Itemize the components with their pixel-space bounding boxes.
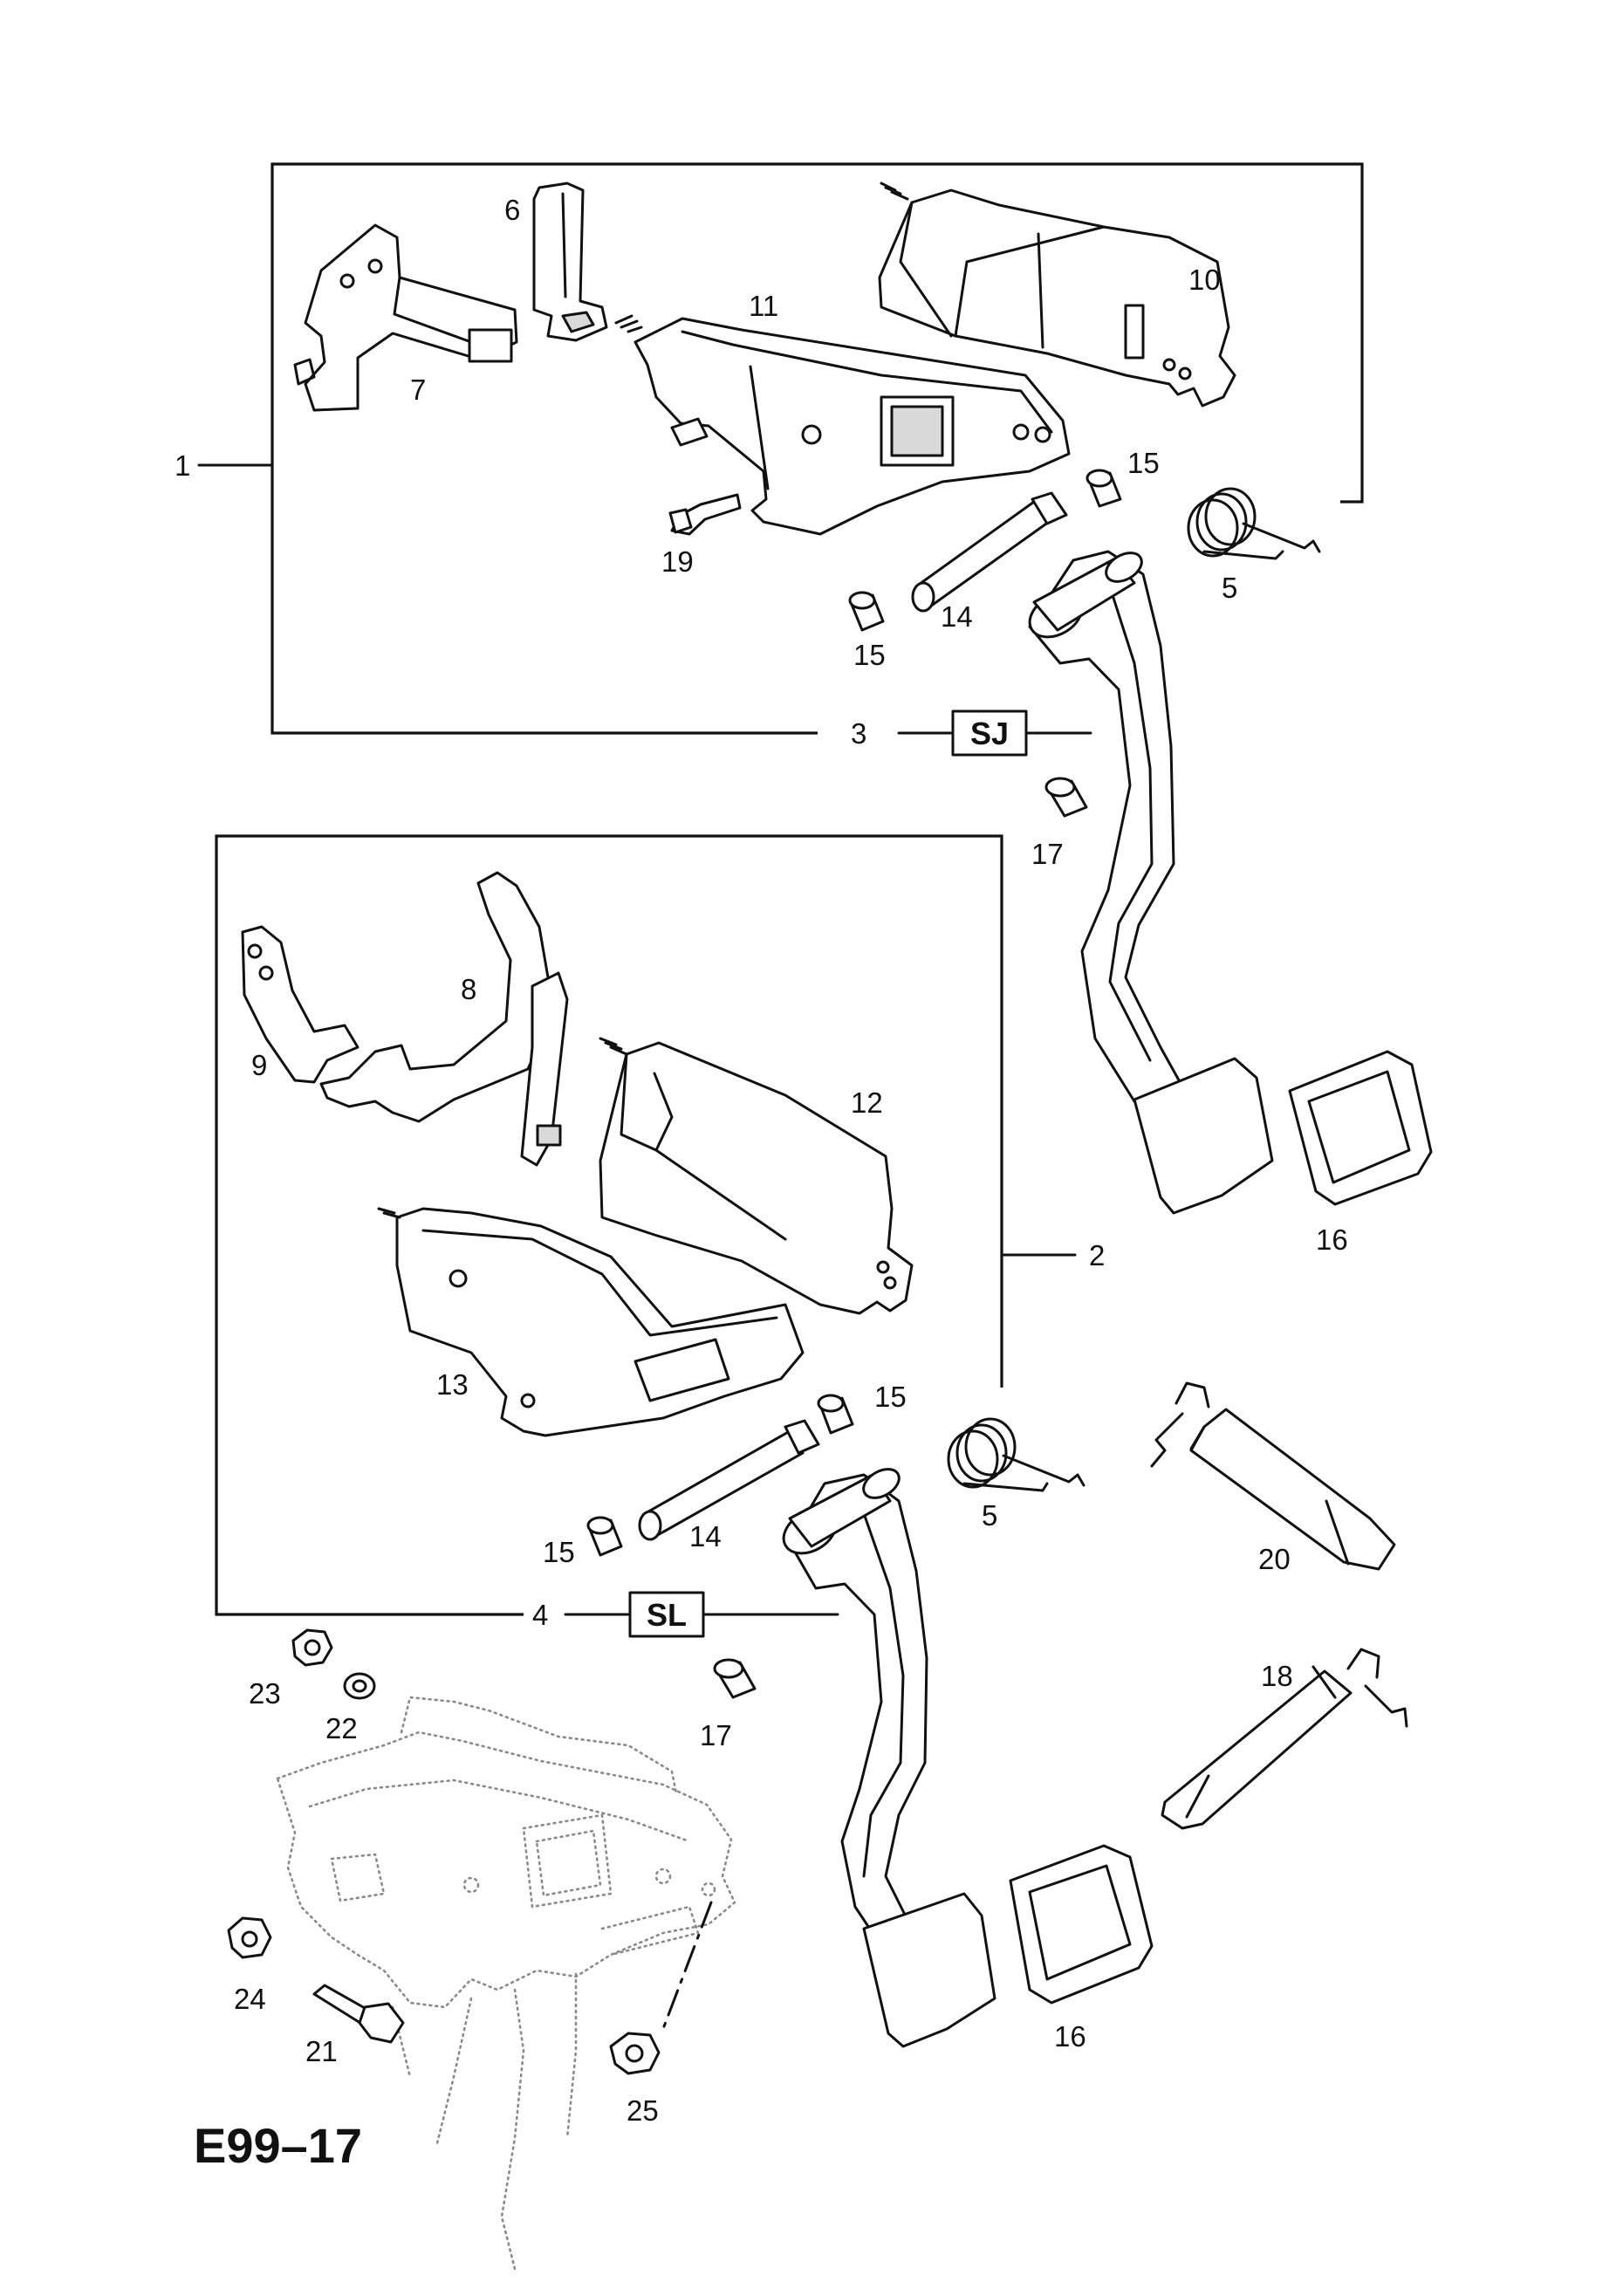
callout-14-upper: 14 xyxy=(941,600,973,633)
part-6-clip xyxy=(532,182,608,342)
part-5-spring-lower xyxy=(947,1417,1085,1492)
callout-2: 2 xyxy=(1089,1239,1105,1271)
part-23-nut xyxy=(291,1628,333,1667)
callout-17-lower: 17 xyxy=(700,1719,732,1751)
part-5-spring-upper xyxy=(1187,487,1321,560)
part-16-pedal-pad-lower-a xyxy=(862,1892,996,2048)
callout-13: 13 xyxy=(436,1368,469,1401)
callout-25: 25 xyxy=(627,2094,659,2127)
part-17-stopper-upper xyxy=(1044,777,1088,818)
diagram-code: E99–17 xyxy=(194,2118,362,2173)
part-10-cover xyxy=(878,182,1236,408)
part-9-bracket xyxy=(241,925,360,1084)
part-21-bolt xyxy=(312,1984,405,2044)
callout-16-upper: 16 xyxy=(1316,1223,1348,1256)
callout-20: 20 xyxy=(1258,1543,1291,1575)
part-8-bracket xyxy=(319,871,569,1167)
part-24-nut xyxy=(227,1916,272,1959)
part-22-washer xyxy=(343,1672,376,1700)
callout-15-upper-b: 15 xyxy=(1127,447,1160,479)
callout-3: 3 xyxy=(851,717,866,750)
upper-assembly-frame xyxy=(197,162,1364,735)
callout-21: 21 xyxy=(305,2035,338,2067)
pedal-lever-upper xyxy=(1028,550,1184,1110)
variant-code-sj: SJ xyxy=(970,716,1009,751)
callout-17-upper: 17 xyxy=(1031,838,1064,870)
part-16-pedal-pad-lower-b xyxy=(1009,1844,1154,2005)
part-15-bushing-lower-b xyxy=(817,1394,854,1435)
part-14-shaft-upper xyxy=(911,491,1068,613)
callout-19: 19 xyxy=(661,545,694,578)
part-15-bushing-upper-b xyxy=(1085,469,1122,508)
callout-8: 8 xyxy=(461,973,476,1005)
part-20-switch xyxy=(1150,1381,1396,1571)
vehicle-structure-ghost xyxy=(276,1696,736,2271)
callout-16-lower: 16 xyxy=(1054,2020,1086,2053)
callout-22: 22 xyxy=(325,1712,358,1744)
callout-9: 9 xyxy=(251,1049,267,1081)
callout-24: 24 xyxy=(234,1983,266,2015)
part-15-bushing-lower-a xyxy=(586,1516,623,1557)
part-14-shaft-lower xyxy=(638,1419,820,1541)
callout-15-upper-a: 15 xyxy=(853,639,886,671)
part-18-switch xyxy=(1161,1648,1408,1830)
part-11-pedal-bracket xyxy=(614,314,1071,536)
callout-10: 10 xyxy=(1188,264,1221,296)
callout-4: 4 xyxy=(532,1599,548,1631)
callout-1: 1 xyxy=(175,449,190,482)
callout-7: 7 xyxy=(410,374,426,406)
part-16-pedal-pad-upper-a xyxy=(1133,1057,1274,1215)
part-16-pedal-pad-upper-b xyxy=(1288,1050,1433,1206)
callout-15-lower-a: 15 xyxy=(543,1536,575,1568)
callout-5-upper: 5 xyxy=(1222,572,1237,604)
callout-15-lower-b: 15 xyxy=(874,1381,907,1413)
callout-23: 23 xyxy=(249,1677,281,1710)
pedal-lever-lower xyxy=(782,1468,928,1948)
callout-14-lower: 14 xyxy=(689,1520,722,1552)
variant-badge-sl: SL xyxy=(628,1591,705,1638)
part-15-bushing-upper-a xyxy=(848,591,885,632)
part-19-bolt xyxy=(668,493,742,536)
part-13-pedal-bracket xyxy=(377,1207,805,1437)
callout-12: 12 xyxy=(851,1086,883,1119)
lower-assembly-frame xyxy=(215,834,1077,1616)
part-12-cover xyxy=(599,1037,914,1315)
callout-18: 18 xyxy=(1261,1660,1293,1692)
part-17-stopper-lower xyxy=(713,1658,757,1699)
callout-11: 11 xyxy=(749,290,778,322)
part-25-nut xyxy=(609,2032,661,2075)
variant-badge-sj: SJ xyxy=(951,709,1028,757)
variant-code-sl: SL xyxy=(647,1597,687,1633)
callout-6: 6 xyxy=(504,194,520,226)
part-7-bracket xyxy=(293,223,518,412)
callout-5-lower: 5 xyxy=(982,1499,997,1532)
